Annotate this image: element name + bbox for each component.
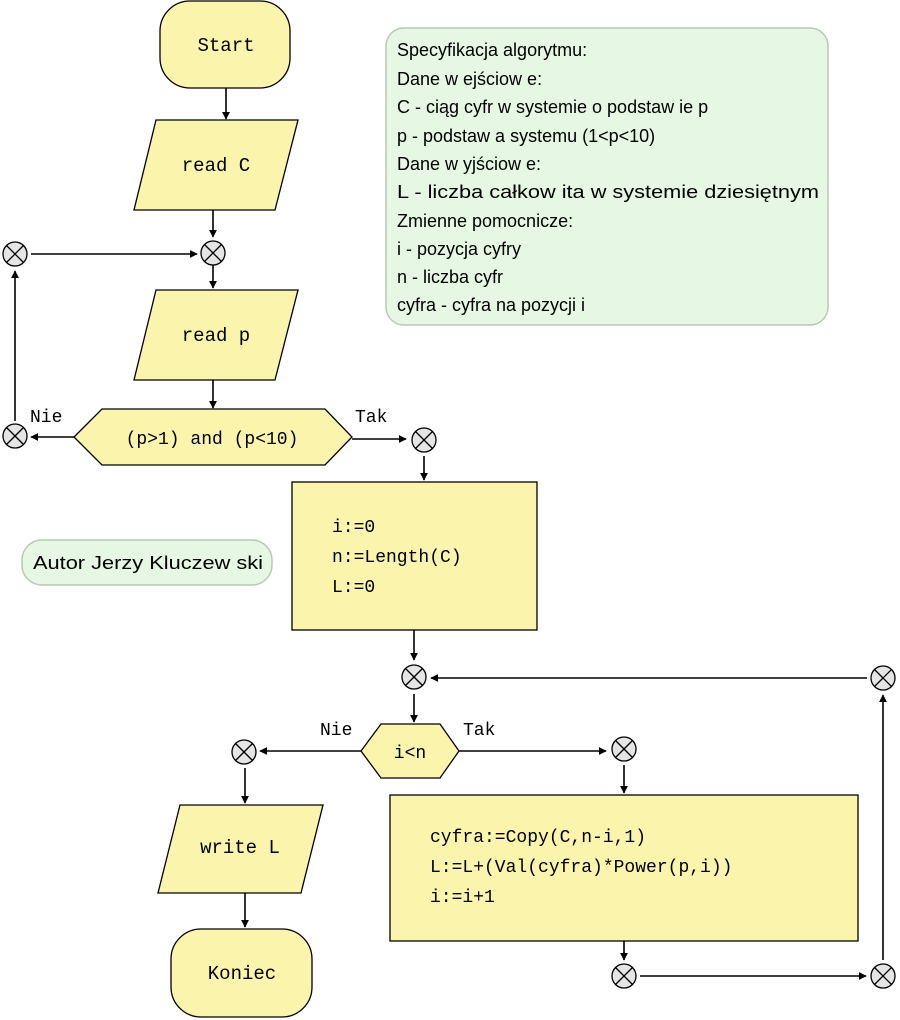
write-l-node: write L bbox=[157, 804, 324, 894]
specification-note: Specyfikacja algorytmu: Dane w ejściow e… bbox=[385, 27, 829, 326]
spec-line: Zmienne pomocnicze: bbox=[397, 211, 573, 231]
condition-i-node: i<n bbox=[360, 723, 460, 779]
read-c-label: read C bbox=[182, 155, 250, 177]
connector bbox=[870, 665, 896, 691]
connector bbox=[231, 739, 257, 765]
connector bbox=[2, 423, 28, 449]
author-note: Autor Jerzy Kluczew ski bbox=[21, 539, 273, 586]
spec-line: p - podstaw a systemu (1<p<10) bbox=[397, 126, 655, 146]
spec-line: C - ciąg cyfr w systemie o podstaw ie p bbox=[397, 97, 708, 117]
init-block: i:=0 n:=Length(C) L:=0 bbox=[291, 481, 538, 631]
connector bbox=[611, 963, 637, 989]
branch-label-no: Nie bbox=[320, 721, 352, 741]
body-line: i:=i+1 bbox=[430, 888, 495, 908]
connector bbox=[611, 736, 637, 762]
connector bbox=[401, 664, 427, 690]
body-line: L:=L+(Val(cyfra)*Power(p,i)) bbox=[430, 858, 732, 878]
branch-label-no: Nie bbox=[30, 408, 62, 428]
condition-i-label: i<n bbox=[394, 744, 426, 764]
end-node: Koniec bbox=[170, 928, 313, 1018]
init-line: n:=Length(C) bbox=[332, 548, 462, 568]
body-line: cyfra:=Copy(C,n-i,1) bbox=[430, 828, 646, 848]
init-line: i:=0 bbox=[332, 518, 375, 538]
start-label: Start bbox=[197, 35, 254, 57]
connector bbox=[411, 427, 437, 453]
branch-label-yes: Tak bbox=[355, 408, 387, 428]
condition-p-node: (p>1) and (p<10) bbox=[73, 408, 353, 466]
author-label: Autor Jerzy Kluczew ski bbox=[33, 553, 263, 573]
write-l-label: write L bbox=[200, 837, 280, 859]
loop-body-block: cyfra:=Copy(C,n-i,1) L:=L+(Val(cyfra)*Po… bbox=[389, 794, 859, 942]
spec-line: cyfra - cyfra na pozycji i bbox=[397, 295, 585, 315]
spec-line: Dane w yjściow e: bbox=[397, 154, 541, 174]
flow-lines bbox=[11, 88, 887, 980]
connector bbox=[870, 963, 896, 989]
init-line: L:=0 bbox=[332, 578, 375, 598]
read-c-node: read C bbox=[133, 119, 299, 211]
start-node: Start bbox=[159, 0, 291, 89]
spec-line: Specyfikacja algorytmu: bbox=[397, 40, 587, 60]
read-p-label: read p bbox=[182, 325, 250, 347]
spec-line: i - pozycja cyfry bbox=[397, 239, 521, 259]
branch-label-yes: Tak bbox=[463, 721, 495, 741]
spec-line: n - liczba cyfr bbox=[397, 267, 503, 287]
connector bbox=[2, 241, 28, 267]
condition-p-label: (p>1) and (p<10) bbox=[126, 430, 299, 450]
connector bbox=[200, 240, 226, 266]
spec-line: Dane w ejściow e: bbox=[397, 69, 542, 89]
end-label: Koniec bbox=[208, 963, 276, 985]
spec-line: L - liczba całkow ita w systemie dziesię… bbox=[397, 182, 819, 202]
read-p-node: read p bbox=[133, 289, 299, 381]
